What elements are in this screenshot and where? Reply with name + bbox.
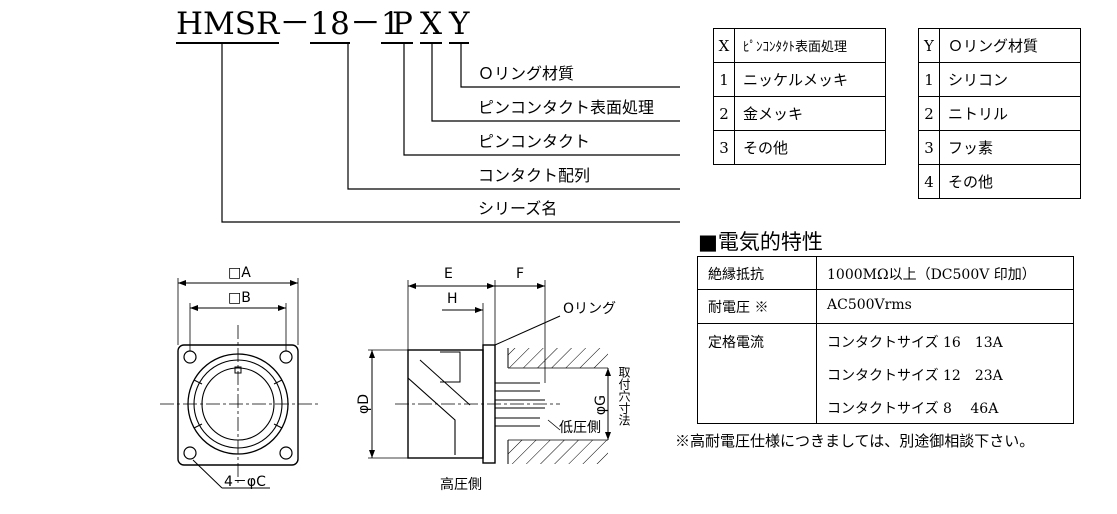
label-contact-arrangement: コンタクト配列	[478, 166, 591, 185]
table-x: X ﾋﾟﾝｺﾝﾀｸﾄ表面処理 1 ニッケルメッキ 2 金メッキ 3 その他	[713, 28, 886, 165]
dim-g: φG	[593, 395, 609, 416]
table-row: X ﾋﾟﾝｺﾝﾀｸﾄ表面処理	[713, 28, 886, 63]
table-x-head-val: ﾋﾟﾝｺﾝﾀｸﾄ表面処理	[734, 28, 886, 63]
dim-d: φD	[356, 394, 372, 415]
code-dash-2: －	[349, 6, 381, 42]
dim-b: □B	[228, 290, 251, 306]
spec-insulation-value: 1000MΩ以上（DC500V 印加）	[827, 267, 1036, 283]
label-pin-surface: ピンコンタクト表面処理	[478, 98, 655, 117]
spec-voltage-label: 耐電圧 ※	[708, 300, 769, 316]
table-row: 1 シリコン	[918, 62, 1081, 97]
spec-voltage-value: AC500Vrms	[827, 297, 912, 313]
table-y: Y Ｏリング材質 1 シリコン 2 ニトリル 3 フッ素 4 その他	[918, 28, 1081, 199]
code-leader-lines	[221, 42, 680, 223]
dim-f: F	[516, 266, 525, 282]
code-y: Y	[449, 6, 470, 44]
table-row: 3 その他	[713, 130, 886, 165]
code-size: 18	[310, 6, 350, 44]
spec-note: ※高耐電圧仕様につきましては、別途御相談下さい。	[675, 432, 1035, 450]
table-row: 絶縁抵抗 1000MΩ以上（DC500V 印加）	[698, 257, 1073, 290]
spec-current-label: 定格電流	[708, 335, 764, 351]
code-x: X	[420, 6, 443, 44]
spec-divider	[816, 257, 817, 423]
table-row: 1 ニッケルメッキ	[713, 62, 886, 97]
dim-c: 4－φC	[224, 474, 266, 490]
table-row: 3 フッ素	[918, 130, 1081, 165]
spec-title: ■電気的特性	[698, 230, 823, 254]
table-row: 耐電圧 ※ AC500Vrms	[698, 289, 1073, 324]
side-view	[368, 280, 611, 464]
code-prefix: HMSR	[176, 6, 280, 44]
table-x-head-key: X	[713, 28, 735, 63]
label-oring: Oリング	[563, 301, 617, 317]
label-series-name: シリーズ名	[478, 199, 558, 218]
spec-current-value-16: コンタクトサイズ 16 13A	[827, 335, 1003, 351]
label-mount-hole: 取付穴寸法	[617, 366, 631, 426]
dim-h: H	[447, 291, 458, 307]
dim-a: □A	[228, 265, 251, 281]
table-row: 2 金メッキ	[713, 96, 886, 131]
front-view	[160, 278, 320, 489]
part-code: HMSR－18－1	[176, 6, 401, 44]
table-y-head-val: Ｏリング材質	[939, 28, 1081, 63]
spec-current-value-8: コンタクトサイズ 8 46A	[827, 401, 999, 417]
table-row: 定格電流 コンタクトサイズ 16 13A コンタクトサイズ 12 23A コンタ…	[698, 324, 1073, 423]
code-dash-1: －	[279, 6, 311, 42]
table-row: Y Ｏリング材質	[918, 28, 1081, 63]
table-row: 4 その他	[918, 164, 1081, 199]
table-row: 2 ニトリル	[918, 96, 1081, 131]
code-p: P	[392, 6, 413, 44]
spec-table: 絶縁抵抗 1000MΩ以上（DC500V 印加） 耐電圧 ※ AC500Vrms…	[697, 256, 1074, 424]
code-arrangement: 1	[380, 6, 401, 44]
label-pin-contact: ピンコンタクト	[478, 132, 591, 151]
label-high-side: 高圧側	[440, 477, 482, 493]
label-low-side: 低圧側	[559, 420, 601, 436]
label-oring-material: Ｏリング材質	[478, 64, 575, 83]
spec-insulation-label: 絶縁抵抗	[708, 267, 764, 283]
spec-current-value-12: コンタクトサイズ 12 23A	[827, 368, 1003, 384]
table-y-head-key: Y	[918, 28, 940, 63]
dim-e: E	[444, 266, 453, 282]
